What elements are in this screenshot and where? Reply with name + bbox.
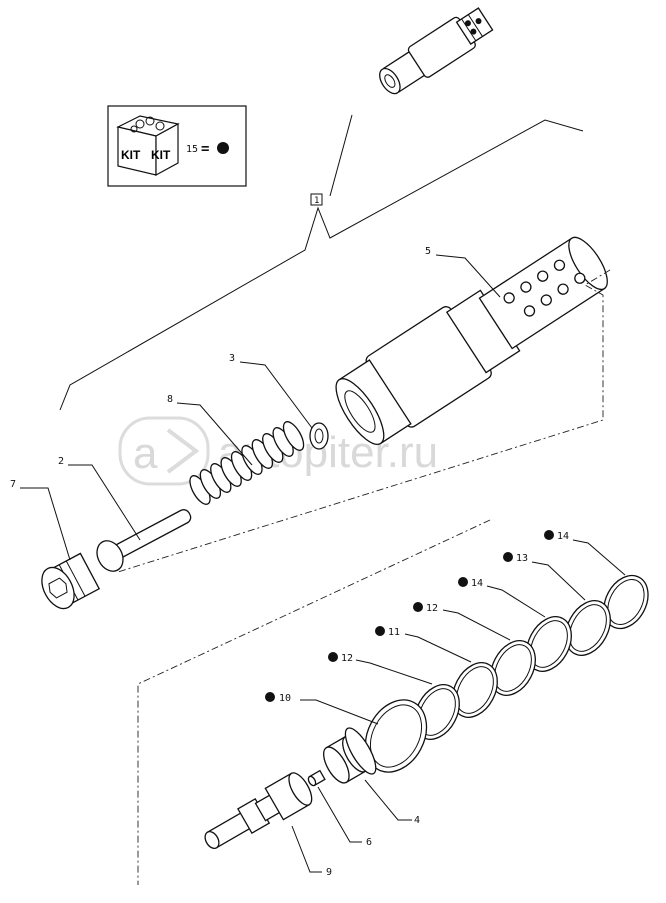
kit-marker-dot-icon — [458, 577, 468, 587]
kit-label-right: KIT — [151, 148, 171, 162]
seal-ring-11 — [452, 662, 498, 718]
callout-13: 13 — [516, 553, 528, 564]
autopiter-logo-icon: a — [118, 416, 210, 486]
callout-3: 3 — [229, 353, 235, 364]
kit-marker-dot-icon — [544, 530, 554, 540]
seal-ring-14b — [526, 616, 572, 672]
seal-ring-13 — [565, 600, 611, 656]
callout-12a: 12 — [426, 603, 438, 614]
kit-marker-dot-icon — [328, 652, 338, 662]
enclosure-dashed-upper — [117, 269, 611, 573]
leader-lines — [20, 254, 626, 873]
callout-11: 11 — [388, 627, 400, 638]
svg-text:a: a — [133, 429, 158, 478]
kit-marker-dot-icon — [265, 692, 275, 702]
callout-9: 9 — [326, 867, 332, 878]
callout-4: 4 — [414, 815, 420, 826]
assembled-valve-top — [379, 7, 494, 95]
kit-box-icon — [116, 115, 180, 177]
callout-10: 10 — [279, 693, 291, 704]
pin-6 — [307, 769, 326, 787]
spool-9 — [204, 772, 313, 850]
kit-ref-number: 15 — [186, 144, 198, 155]
pin-2 — [96, 509, 192, 572]
kit-marker-dot-icon — [217, 142, 229, 154]
callout-14b: 14 — [471, 578, 483, 589]
callout-6: 6 — [366, 837, 372, 848]
callout-7: 7 — [10, 479, 16, 490]
callout-5: 5 — [425, 246, 431, 257]
callout-14a: 14 — [557, 531, 569, 542]
kit-label-left: KIT — [121, 148, 141, 162]
seal-rings — [364, 574, 649, 773]
washer-3 — [309, 422, 329, 450]
callout-12b: 12 — [341, 653, 353, 664]
plug-7 — [41, 552, 101, 610]
seal-ring-12a — [490, 640, 536, 696]
cap-4 — [323, 727, 377, 784]
kit-box: KIT KIT 15 = — [107, 105, 247, 187]
callout-labels: 5 3 8 2 7 14 13 14 12 11 12 10 4 6 9 — [10, 246, 569, 878]
overlay-leader-line — [59, 119, 584, 411]
valve-body-5 — [335, 236, 608, 445]
callout-1: 1 — [310, 193, 323, 206]
kit-marker-dot-icon — [503, 552, 513, 562]
svg-text:1: 1 — [314, 196, 319, 206]
kit-equals-sign: = — [201, 141, 209, 157]
callout-2: 2 — [58, 456, 64, 467]
kit-marker-dot-icon — [413, 602, 423, 612]
kit-marker-dot-icon — [375, 626, 385, 636]
spring-8 — [189, 421, 305, 505]
callout-8: 8 — [167, 394, 173, 405]
